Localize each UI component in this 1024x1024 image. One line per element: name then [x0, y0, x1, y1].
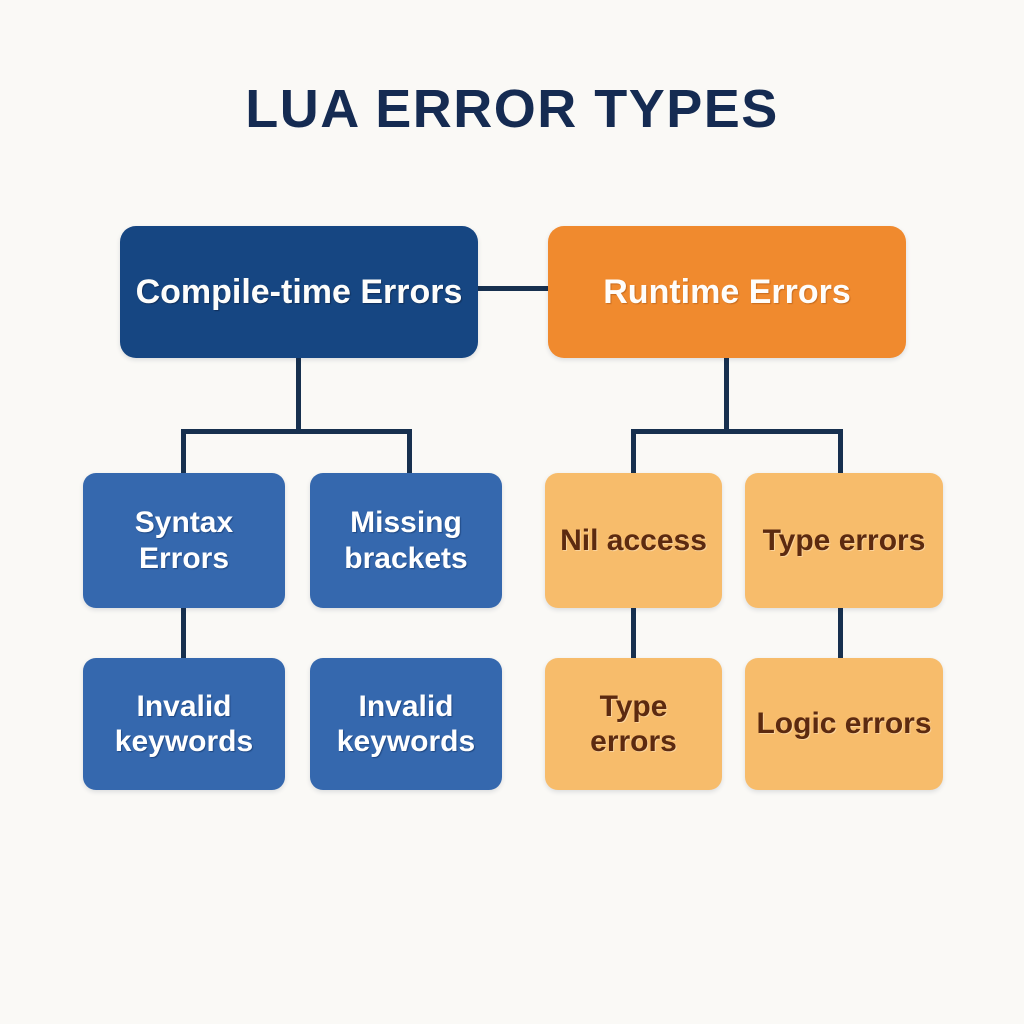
- node-missing-brackets[interactable]: Missing brackets: [310, 473, 502, 608]
- connector-compile-fork: [181, 429, 412, 477]
- connector-compile-stem: [296, 356, 301, 432]
- node-invalid-keywords-right[interactable]: Invalid keywords: [310, 658, 502, 790]
- node-nil-access[interactable]: Nil access: [545, 473, 722, 608]
- connector-type-errors-to-logic-errors: [838, 604, 843, 662]
- node-runtime-errors[interactable]: Runtime Errors: [548, 226, 906, 358]
- connector-nil-access-to-type-errors: [631, 604, 636, 662]
- page-title: LUA ERROR TYPES: [245, 79, 779, 139]
- connector-syntax-to-invalid-keywords: [181, 604, 186, 662]
- node-type-errors-bottom[interactable]: Type errors: [545, 658, 722, 790]
- node-logic-errors[interactable]: Logic errors: [745, 658, 943, 790]
- node-invalid-keywords-left[interactable]: Invalid keywords: [83, 658, 285, 790]
- node-type-errors-top[interactable]: Type errors: [745, 473, 943, 608]
- node-compile-time-errors[interactable]: Compile-time Errors: [120, 226, 478, 358]
- connector-runtime-fork: [631, 429, 843, 477]
- connector-compile-to-runtime: [474, 286, 552, 291]
- connector-runtime-stem: [724, 356, 729, 432]
- node-syntax-errors[interactable]: Syntax Errors: [83, 473, 285, 608]
